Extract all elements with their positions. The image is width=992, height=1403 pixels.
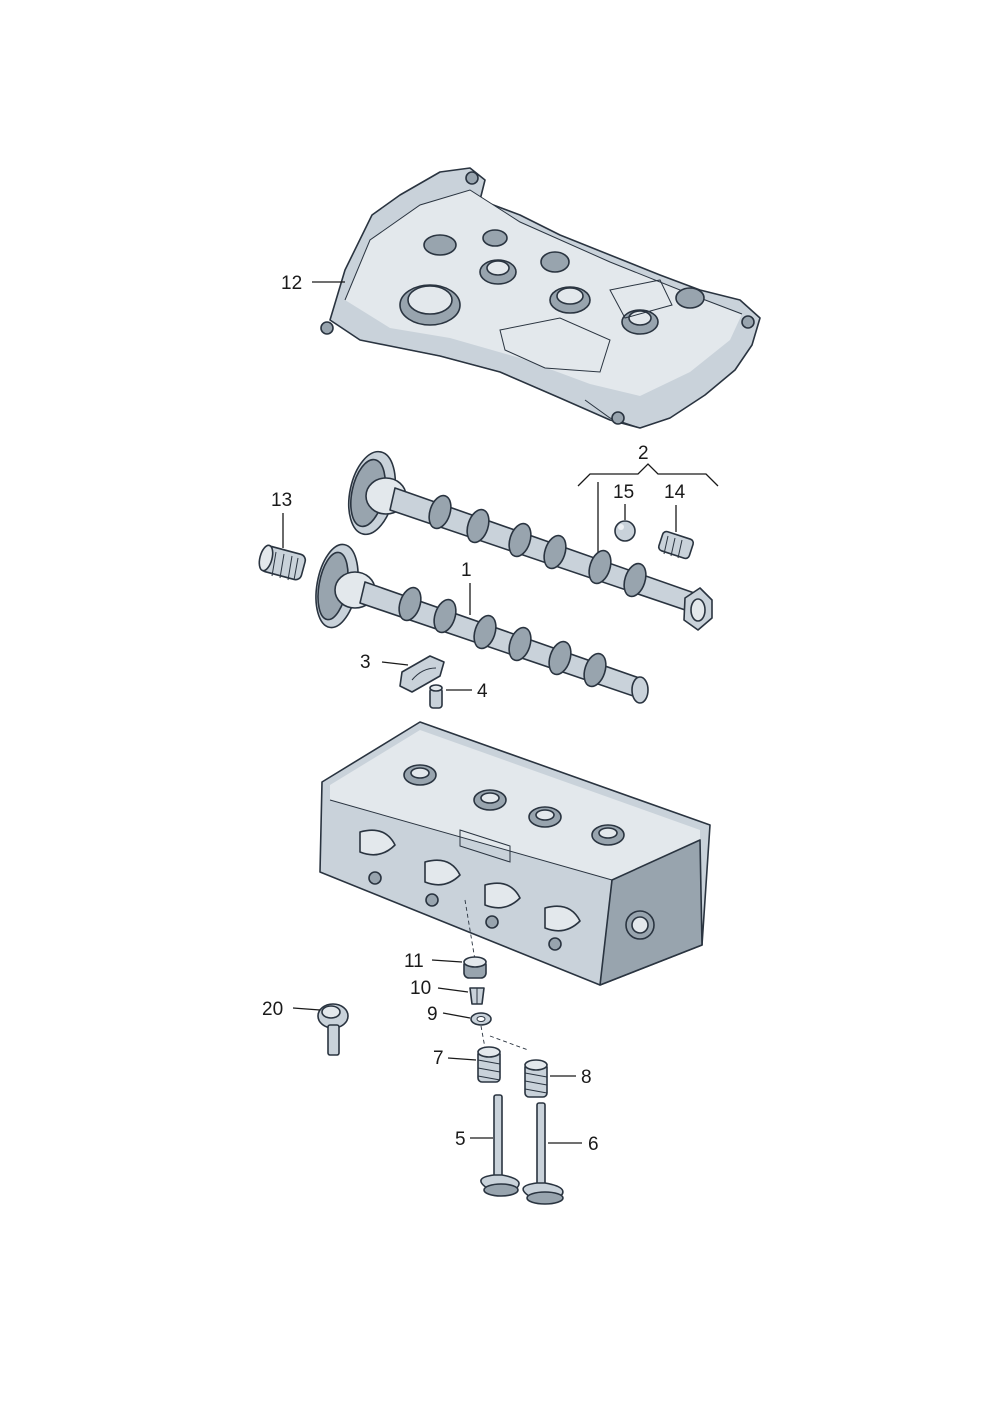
- callout-14: 14: [664, 482, 686, 503]
- callout-9: 9: [427, 1004, 438, 1025]
- washer-part-9[interactable]: [470, 1012, 492, 1026]
- callout-1: 1: [461, 560, 472, 581]
- callout-11: 11: [404, 951, 424, 972]
- callout-15: 15: [613, 482, 634, 503]
- valve-keeper-part-10[interactable]: [469, 987, 485, 1005]
- camshaft-upper[interactable]: [342, 447, 713, 631]
- group-bracket: [577, 463, 719, 487]
- sleeve-part-4[interactable]: [429, 684, 443, 709]
- valve-spring-part-8[interactable]: [524, 1059, 548, 1098]
- cylinder-head[interactable]: [319, 721, 711, 986]
- valve-part-6[interactable]: [522, 1102, 564, 1205]
- callout-12: 12: [281, 273, 302, 294]
- callout-2: 2: [638, 443, 649, 464]
- callout-7: 7: [433, 1048, 444, 1069]
- bolt-part-20[interactable]: [317, 1003, 349, 1056]
- callout-10: 10: [410, 978, 431, 999]
- callout-8: 8: [581, 1067, 592, 1088]
- callout-5: 5: [455, 1129, 466, 1150]
- valve-part-5[interactable]: [480, 1094, 520, 1197]
- camshaft-lower[interactable]: [310, 541, 649, 704]
- callout-13: 13: [271, 490, 292, 511]
- callout-6: 6: [588, 1134, 599, 1155]
- threaded-plug-part-14[interactable]: [657, 530, 695, 560]
- ball-part-15[interactable]: [614, 520, 636, 542]
- threaded-plug-part-13[interactable]: [257, 544, 307, 581]
- cylinder-head-cover[interactable]: [320, 167, 761, 429]
- callout-4: 4: [477, 681, 488, 702]
- callout-3: 3: [360, 652, 371, 673]
- valve-stem-seal-part-11[interactable]: [463, 956, 487, 979]
- valve-spring-part-7[interactable]: [477, 1046, 501, 1083]
- bearing-cap-part-3[interactable]: [399, 655, 445, 693]
- callout-20: 20: [262, 999, 283, 1020]
